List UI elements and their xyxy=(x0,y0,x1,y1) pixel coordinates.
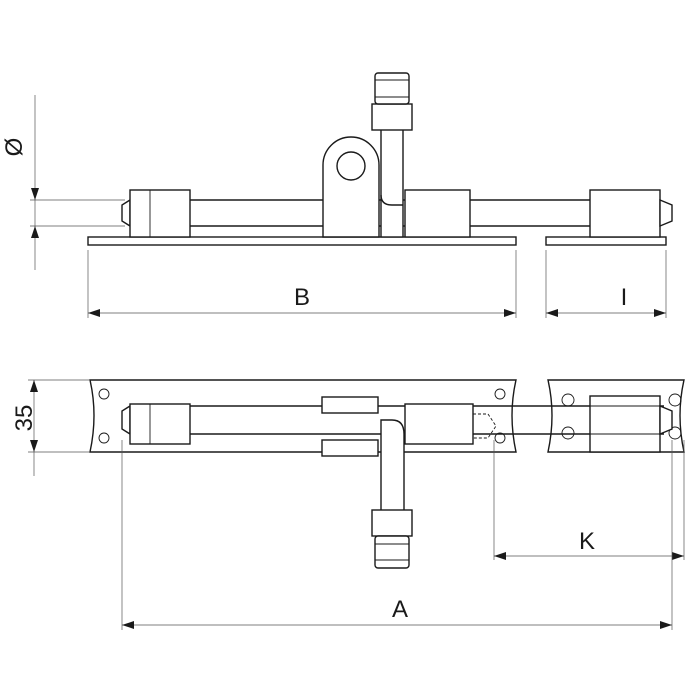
diameter-dimension: Ø xyxy=(1,95,125,270)
front-lug-tab-bottom xyxy=(321,439,379,457)
side-left-rod-end xyxy=(121,198,131,228)
front-left-rod-end xyxy=(121,404,131,436)
front-handle-shaft xyxy=(380,419,405,513)
front-handle-knob xyxy=(374,535,410,569)
front-handle-collar xyxy=(371,509,413,537)
side-rod-tip xyxy=(659,198,673,228)
screw-hole xyxy=(668,426,682,440)
a-dimension: A xyxy=(121,440,673,630)
screw-hole xyxy=(494,388,506,400)
front-middle-guide xyxy=(404,403,474,445)
side-handle-knob xyxy=(374,72,410,105)
screw-hole xyxy=(561,426,575,440)
screw-hole xyxy=(561,393,575,407)
side-keeper-plate xyxy=(545,236,667,246)
screw-hole xyxy=(98,432,110,444)
side-lug-hole xyxy=(336,151,366,181)
screw-hole xyxy=(668,393,682,407)
side-left-guide xyxy=(129,189,191,238)
screw-hole xyxy=(98,388,110,400)
side-base-plate xyxy=(87,236,517,246)
height-dimension: 35 xyxy=(11,379,90,476)
side-view xyxy=(87,72,673,246)
side-handle-curve xyxy=(380,194,403,206)
height-label: 35 xyxy=(11,405,38,432)
k-dimension: K xyxy=(493,440,685,560)
front-lug-tab-top xyxy=(321,396,379,414)
side-handle-shaft xyxy=(380,127,404,238)
front-keeper-guide xyxy=(589,395,661,453)
front-rod-tip xyxy=(659,404,673,436)
screw-hole xyxy=(494,432,506,444)
front-base-plate xyxy=(89,379,517,453)
b-dimension: B xyxy=(87,250,517,318)
front-hidden-chamfer xyxy=(473,413,497,439)
a-label: A xyxy=(392,596,408,623)
diameter-label: Ø xyxy=(1,138,28,157)
i-label: I xyxy=(621,284,628,311)
side-middle-guide xyxy=(404,189,471,238)
k-label: K xyxy=(579,528,595,555)
i-dimension: I xyxy=(545,250,667,318)
front-left-guide xyxy=(129,403,191,445)
b-label: B xyxy=(294,284,310,311)
side-right-guide xyxy=(589,189,661,238)
side-handle-collar xyxy=(371,103,413,131)
